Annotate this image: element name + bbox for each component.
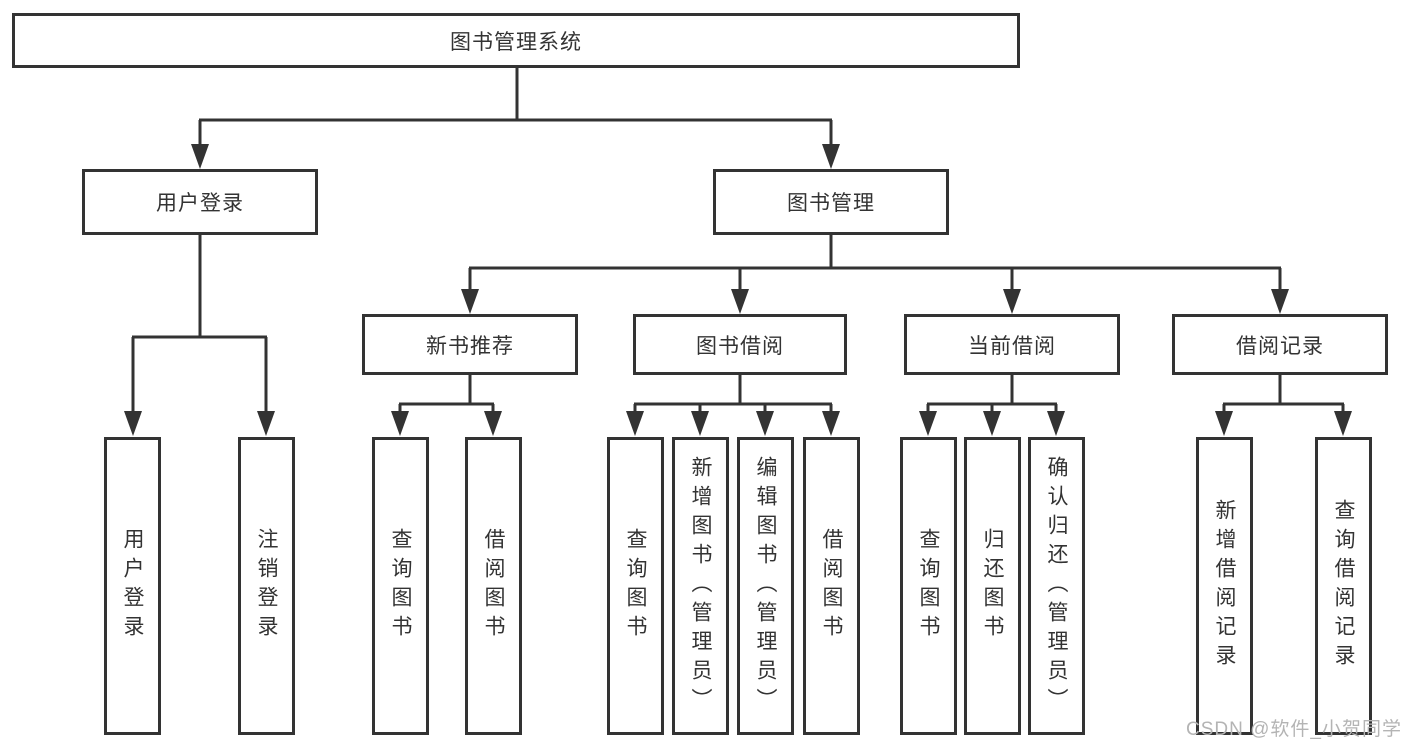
- arrowhead: [626, 411, 644, 436]
- leaf-add-book-admin: 新增图书（管理员）: [672, 437, 729, 735]
- node-root-system: 图书管理系统: [12, 13, 1020, 68]
- leaf-logout: 注销登录: [238, 437, 295, 735]
- arrowhead: [1003, 289, 1021, 314]
- node-user-login: 用户登录: [82, 169, 318, 235]
- leaf-query-books: 查询图书: [372, 437, 429, 735]
- node-current-borrowing: 当前借阅: [904, 314, 1120, 375]
- connector-newbook-to-leaves: [398, 375, 495, 418]
- arrowhead: [822, 144, 840, 169]
- node-book-borrowing: 图书借阅: [633, 314, 847, 375]
- leaf-add-borrow-record: 新增借阅记录: [1196, 437, 1253, 735]
- arrowhead: [1047, 411, 1065, 436]
- leaf-query-books: 查询图书: [607, 437, 664, 735]
- node-borrowing-records: 借阅记录: [1172, 314, 1388, 375]
- arrowhead: [1271, 289, 1289, 314]
- leaf-edit-book-admin: 编辑图书（管理员）: [737, 437, 794, 735]
- arrowhead: [919, 411, 937, 436]
- connector-userlogin-to-leaves: [131, 235, 268, 418]
- connector-currentborrow-to-leaves: [926, 375, 1058, 418]
- arrowhead: [257, 411, 275, 436]
- leaf-query-borrow-record: 查询借阅记录: [1315, 437, 1372, 735]
- arrowhead: [822, 411, 840, 436]
- leaf-borrow-books: 借阅图书: [803, 437, 860, 735]
- arrowhead: [461, 289, 479, 314]
- arrowhead: [1334, 411, 1352, 436]
- node-new-book-recommendation: 新书推荐: [362, 314, 578, 375]
- watermark: CSDN @软件_小贺同学: [1186, 719, 1402, 740]
- leaf-return-book: 归还图书: [964, 437, 1021, 735]
- arrowhead: [1215, 411, 1233, 436]
- leaf-user-login: 用户登录: [104, 437, 161, 735]
- leaf-confirm-return-admin: 确认归还（管理员）: [1028, 437, 1085, 735]
- connector-bookborrow-to-leaves: [633, 375, 833, 418]
- arrowhead: [731, 289, 749, 314]
- arrowhead: [983, 411, 1001, 436]
- arrowhead: [124, 411, 142, 436]
- node-book-management: 图书管理: [713, 169, 949, 235]
- leaf-borrow-books: 借阅图书: [465, 437, 522, 735]
- connector-bookmgmt-to-level3: [468, 235, 1282, 296]
- arrowhead: [756, 411, 774, 436]
- arrowhead: [391, 411, 409, 436]
- arrowhead: [484, 411, 502, 436]
- leaf-query-books: 查询图书: [900, 437, 957, 735]
- connector-borrowrecords-to-leaves: [1222, 375, 1345, 418]
- arrowhead: [691, 411, 709, 436]
- connector-root-to-level2: [198, 67, 833, 152]
- arrowhead: [191, 144, 209, 169]
